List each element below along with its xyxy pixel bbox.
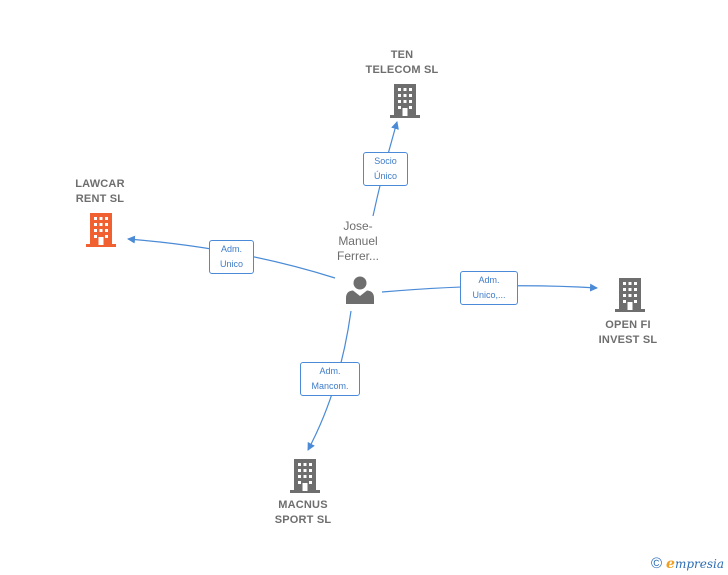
company-name-lawcar[interactable]: LAWCAR RENT SL (75, 178, 125, 205)
person-icon[interactable] (345, 275, 375, 305)
relation-label-openfi: Adm. Unico,... (460, 271, 518, 305)
company-name-ten[interactable]: TEN TELECOM SL (365, 49, 439, 76)
footer-brand: © e mpresia (651, 555, 724, 572)
building-icon[interactable] (390, 84, 420, 118)
relation-label-ten: Socio Único (363, 152, 408, 186)
building-icon-highlighted[interactable] (86, 213, 116, 247)
copyright-icon: © (650, 555, 663, 572)
company-name-macnus[interactable]: MACNUS SPORT SL (274, 499, 332, 526)
relation-label-lawcar: Adm. Unico (209, 240, 254, 274)
person-name[interactable]: Jose- Manuel Ferrer... (336, 219, 379, 263)
building-icon[interactable] (615, 278, 645, 312)
building-icon[interactable] (290, 459, 320, 493)
brand-logo-initial: e (666, 555, 675, 572)
relation-label-macnus: Adm. Mancom. (300, 362, 360, 396)
brand-logo-text: mpresia (674, 556, 724, 571)
company-name-openfi[interactable]: OPEN FI INVEST SL (598, 319, 658, 346)
